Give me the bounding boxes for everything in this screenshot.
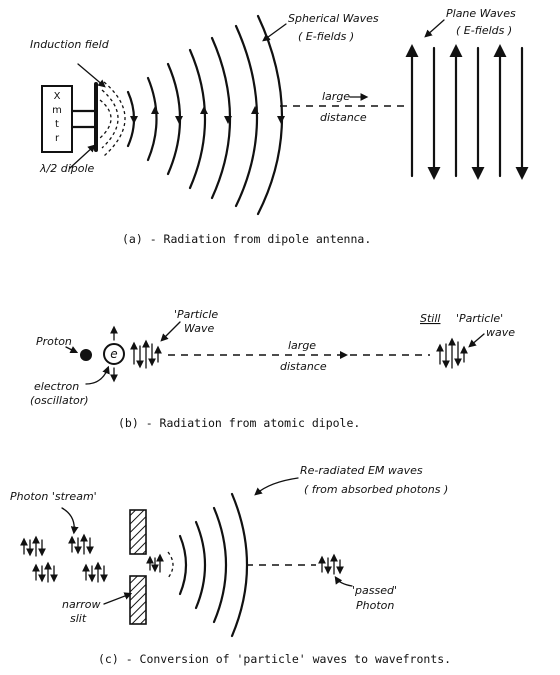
photon-label: Photon [356,599,394,612]
slit-wall-bottom [129,575,147,625]
photons-in-slit [146,553,164,573]
transmitter-box [41,85,73,153]
spherical-waves [126,14,285,216]
xmtr-letter-t: t [55,119,59,130]
oscillator-label: (oscillator) [30,394,89,407]
plane-waves [405,44,529,180]
plane-waves-label: Plane Waves [446,7,516,20]
proton-label: Proton [36,335,72,348]
electron-symbol: e [110,347,117,361]
large-label-b: large [288,339,316,352]
induction-field-lines [99,81,126,157]
distance-label-a: distance [320,111,367,124]
slit-wall-top [129,509,147,555]
particle-wave-bundle-end [436,337,468,369]
particle-label: 'Particle [174,308,218,321]
xmtr-letter-m: m [52,105,62,116]
panel-c: Photon 'stream' [10,464,451,666]
large-label-a: large [322,90,350,103]
photon-bundles [20,533,108,583]
wave-label-end: wave [486,326,515,339]
caption-a: (a) - Radiation from dipole antenna. [122,232,371,246]
electron-circle [103,343,125,365]
narrow-label: narrow [62,598,100,611]
caption-b: (b) - Radiation from atomic dipole. [118,416,360,430]
photon-stream-label: Photon 'stream' [10,490,97,503]
xmtr-letter-x: X [54,91,61,102]
particle-wave-bundle-start [130,339,162,369]
proton-dot [80,349,92,361]
distance-label-b: distance [280,360,327,373]
passed-photon [318,553,344,575]
wave-label: Wave [184,322,215,335]
electron-label: electron [34,380,79,393]
induction-field-label: Induction field [30,38,110,51]
dipole-label: λ/2 dipole [39,162,95,175]
spherical-waves-sublabel: ( E-fields ) [298,30,354,43]
still-label: Still [420,312,440,325]
plane-waves-sublabel: ( E-fields ) [456,24,512,37]
passed-label: 'passed' [352,584,397,597]
panel-a: X m t r Induction field λ/2 dipole [30,7,529,246]
particle-label-end: 'Particle' [456,312,503,325]
panel-b: Proton e electron (oscillator) 'Particle… [30,308,515,430]
slit-label: slit [70,612,87,625]
re-radiated-label: Re-radiated EM waves [300,464,423,477]
spherical-waves-label: Spherical Waves [288,12,379,25]
from-absorbed-label: ( from absorbed photons ) [304,483,448,496]
xmtr-letter-r: r [55,133,60,144]
re-radiated-wavefronts [178,492,249,638]
caption-c: (c) - Conversion of 'particle' waves to … [98,652,451,666]
